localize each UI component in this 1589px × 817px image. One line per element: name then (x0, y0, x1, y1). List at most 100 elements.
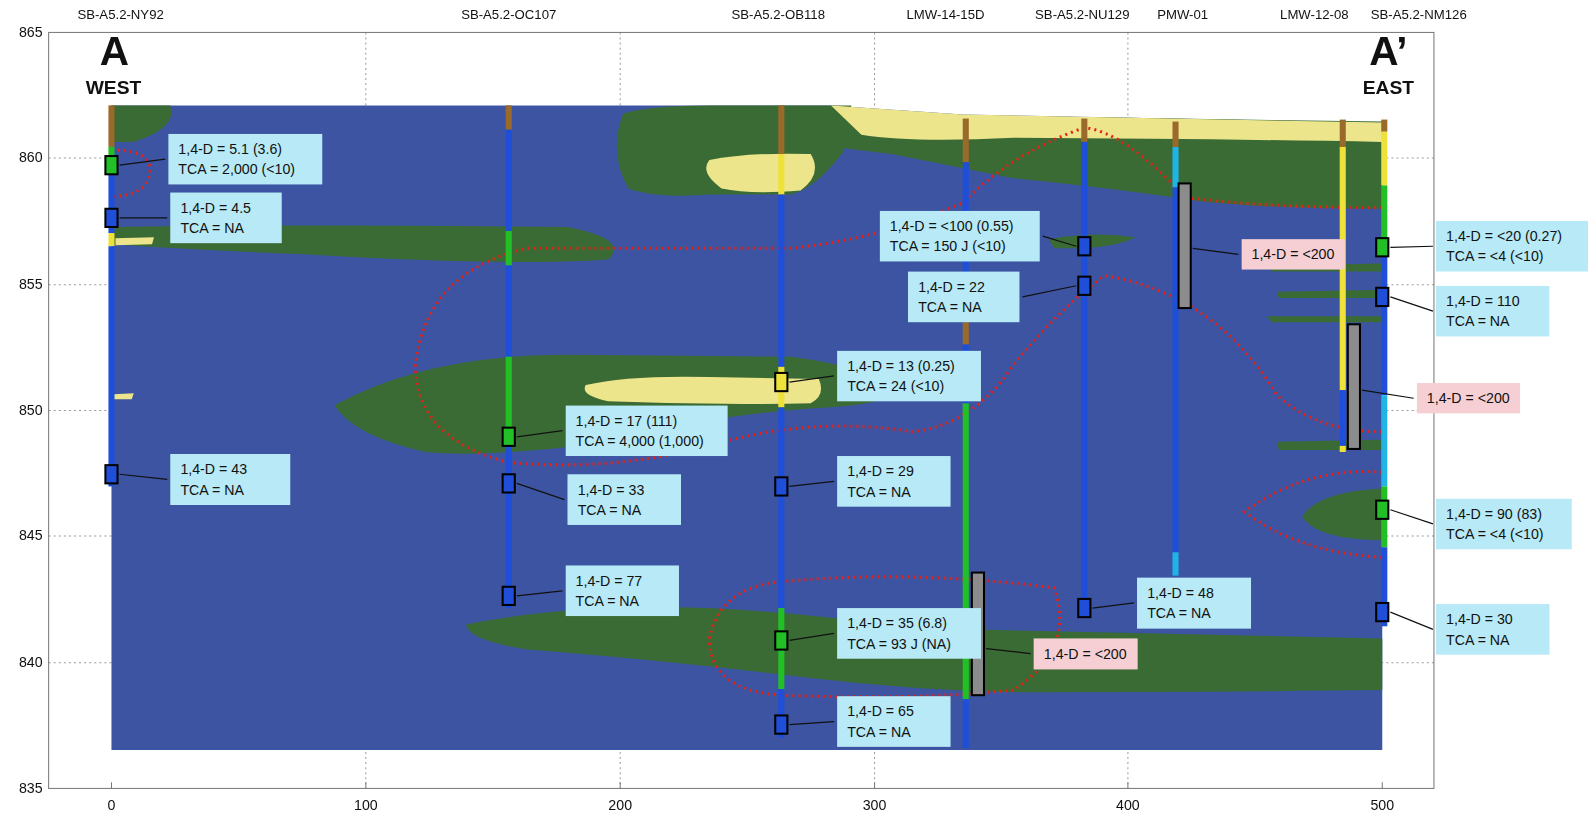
leader-line (789, 481, 834, 486)
well-segment (1172, 552, 1178, 575)
result-text: TCA = <4 (<10) (1446, 524, 1562, 544)
result-text: 1,4-D = 30 (1446, 609, 1539, 629)
well-screen (775, 373, 787, 391)
y-tick-label: 845 (19, 528, 43, 544)
x-tick-label: 400 (1116, 798, 1140, 814)
sample-result-box: 1,4-D = 33TCA = NA (568, 474, 681, 525)
well-segment (1081, 119, 1087, 142)
result-text: 1,4-D = 48 (1147, 583, 1240, 603)
result-text: TCA = <4 (<10) (1446, 246, 1578, 266)
result-text: 1,4-D = <200 (1427, 388, 1510, 408)
leader-line (517, 591, 563, 596)
leader-line (1362, 390, 1414, 398)
screen-result-box: 1,4-D = <200 (1034, 638, 1137, 668)
result-text: 1,4-D = 22 (918, 277, 1009, 297)
well-screen (105, 465, 117, 483)
result-text: TCA = 93 J (NA) (847, 633, 971, 653)
well-segment (1340, 390, 1346, 446)
well-segment (1381, 120, 1387, 132)
well-segment (963, 699, 969, 748)
sample-result-box: 1,4-D = <100 (0.55)TCA = 150 J (<10) (880, 211, 1040, 262)
sample-result-box: 1,4-D = 17 (111)TCA = 4,000 (1,000) (565, 405, 727, 456)
well-name: LMW-12-08 (1280, 8, 1349, 22)
direction: EAST (1363, 78, 1414, 99)
ticks (111, 782, 1382, 788)
well-screen (1376, 288, 1388, 306)
section-end: A (100, 28, 129, 73)
leader-line (1390, 297, 1433, 311)
well-segment (108, 233, 114, 246)
screen-interval (1179, 183, 1191, 308)
result-text: TCA = NA (180, 479, 279, 499)
result-text: 1,4-D = 65 (847, 701, 940, 721)
well-segment (778, 154, 784, 195)
result-text: 1,4-D = 17 (111) (576, 410, 718, 430)
well-segment (506, 105, 512, 129)
leader-line (517, 431, 563, 437)
result-text: TCA = NA (576, 591, 669, 611)
result-text: TCA = NA (180, 218, 271, 238)
sample-result-box: 1,4-D = 90 (83)TCA = <4 (<10) (1436, 499, 1572, 550)
well-screen (105, 209, 117, 227)
result-text: 1,4-D = <200 (1252, 244, 1335, 264)
y-tick-label: 865 (19, 25, 43, 41)
well-segment (963, 119, 969, 163)
well-screen (775, 631, 787, 649)
y-tick-label: 855 (19, 277, 43, 293)
leader-line (120, 474, 168, 479)
x-tick-label: 100 (354, 798, 378, 814)
well-segment (1081, 142, 1087, 241)
result-text: TCA = NA (1446, 311, 1539, 331)
result-text: 1,4-D = <100 (0.55) (890, 216, 1030, 236)
sample-result-box: 1,4-D = 77TCA = NA (565, 565, 679, 616)
result-text: TCA = NA (1446, 629, 1539, 649)
result-text: TCA = 2,000 (<10) (178, 159, 312, 179)
leader-line (789, 722, 834, 725)
well-name: SB-A5.2-NM126 (1371, 8, 1467, 22)
result-text: TCA = NA (918, 297, 1009, 317)
well-segment (506, 231, 512, 265)
leader-line (1193, 248, 1239, 254)
sand-layers (111, 105, 1382, 692)
result-text: 1,4-D = 110 (1446, 291, 1539, 311)
well-name: SB-A5.2-NU129 (1035, 8, 1129, 22)
result-text: TCA = NA (847, 722, 940, 742)
result-text: 1,4-D = 90 (83) (1446, 504, 1562, 524)
well-screen (1376, 501, 1388, 519)
y-tick-label: 840 (19, 655, 43, 671)
well-segment (1381, 132, 1387, 186)
x-tick-label: 500 (1370, 798, 1394, 814)
sample-result-box: 1,4-D = 29TCA = NA (837, 456, 951, 507)
well-screen (503, 474, 515, 492)
well-screen (1376, 238, 1388, 256)
leader-line (1390, 510, 1433, 524)
well-segment (1381, 253, 1387, 395)
leader-lines (120, 159, 1433, 724)
sample-result-box: 1,4-D = 13 (0.25)TCA = 24 (<10) (837, 351, 981, 402)
leader-line (120, 159, 166, 165)
well-name: PMW-01 (1157, 8, 1208, 22)
geology (111, 105, 1382, 750)
x-tick-label: 300 (863, 798, 887, 814)
sample-result-box: 1,4-D = 4.5TCA = NA (170, 193, 281, 244)
result-text: 1,4-D = <20 (0.27) (1446, 226, 1578, 246)
sample-result-box: 1,4-D = 5.1 (3.6)TCA = 2,000 (<10) (168, 134, 322, 185)
result-text: 1,4-D = <200 (1044, 644, 1127, 664)
well-segment (1340, 446, 1346, 452)
result-text: TCA = NA (847, 481, 940, 501)
result-text: TCA = 4,000 (1,000) (576, 431, 718, 451)
well-name: LMW-14-15D (906, 8, 984, 22)
result-text: 1,4-D = 13 (0.25) (847, 356, 971, 376)
section-end: A’ (1369, 28, 1407, 73)
leader-line (1390, 612, 1433, 629)
plot-frame (49, 32, 1434, 788)
well-segment (1172, 147, 1178, 188)
y-tick-label: 850 (19, 403, 43, 419)
leader-line (517, 483, 565, 499)
well-segment (1081, 251, 1087, 618)
well-screen (775, 715, 787, 733)
result-text: 1,4-D = 5.1 (3.6) (178, 139, 312, 159)
well-segment (506, 266, 512, 357)
well-name: SB-A5.2-OB118 (732, 8, 826, 22)
